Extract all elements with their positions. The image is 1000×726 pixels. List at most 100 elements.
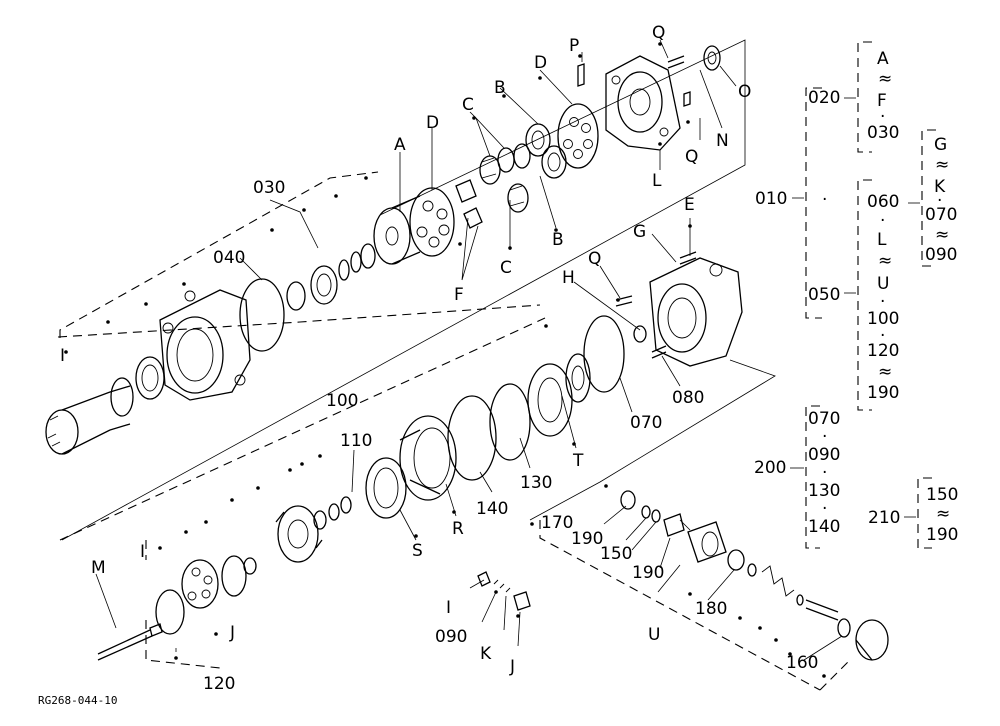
o-ring-040 (239, 278, 285, 352)
label-H: H (562, 268, 575, 288)
label-160: 160 (786, 653, 818, 673)
label-170: 170 (541, 513, 573, 533)
label-F: F (454, 285, 464, 305)
legend-050-item-3: ≈ (878, 251, 892, 271)
label-Q3: Q (588, 249, 601, 269)
legend-200-item-5: · (822, 499, 827, 519)
legend-020-head: 020 (808, 88, 840, 108)
label-040: 040 (213, 248, 245, 268)
bearing-2 (310, 265, 338, 305)
label-A: A (394, 135, 406, 155)
pin-Q2 (683, 91, 691, 107)
label-120: 120 (203, 674, 235, 694)
spool (805, 599, 839, 621)
label-B2: B (552, 230, 564, 250)
label-J2: J (509, 657, 515, 677)
bolt-E (679, 251, 697, 265)
cap-160 (855, 619, 889, 661)
label-K: K (480, 644, 492, 664)
label-090: 090 (435, 627, 467, 647)
brake-plate (565, 353, 591, 403)
legend-010-dot: · (822, 190, 827, 210)
label-O: O (738, 82, 751, 102)
friction-plate-T (527, 363, 573, 437)
label-100: 100 (326, 391, 358, 411)
group-outlines (57, 39, 851, 691)
ring-gear-S (365, 457, 407, 519)
legend-gk-item-5: ≈ (935, 225, 949, 245)
seal-ring-part (110, 377, 134, 417)
label-150: 150 (600, 544, 632, 564)
legend-050-item-8: 120 (867, 341, 899, 361)
pin-080 (651, 345, 667, 359)
legend-020-top: A (877, 49, 889, 69)
label-190b: 190 (632, 563, 664, 583)
plug-190b (663, 513, 685, 537)
label-N: N (716, 131, 729, 151)
part-labels: 030 040 A D C B D P Q O N Q L B C F E G … (60, 23, 818, 694)
legend-200-item-0: 070 (808, 409, 840, 429)
legend-200-item-3: · (822, 463, 827, 483)
label-U: U (648, 625, 660, 645)
valve-housing-G (649, 257, 743, 367)
label-G: G (633, 222, 646, 242)
label-Q1: Q (652, 23, 665, 43)
legend-200-item-6: 140 (808, 517, 840, 537)
end-cover-L (605, 55, 681, 151)
label-Q2: Q (685, 147, 698, 167)
legend-020-wave: ≈ (878, 69, 892, 89)
label-E: E (684, 195, 695, 215)
valve-body (687, 521, 727, 563)
legend-gk-item-2: K (934, 177, 946, 197)
label-140: 140 (476, 499, 508, 519)
flange-A (373, 195, 421, 265)
label-130: 130 (520, 473, 552, 493)
hub-housing (159, 289, 251, 401)
label-110: 110 (340, 431, 372, 451)
legend-210-item-1: ≈ (936, 504, 950, 524)
o-ring-070 (583, 315, 625, 393)
label-R: R (452, 519, 464, 539)
o-ring-170 (620, 490, 636, 510)
seal-H (633, 325, 647, 343)
label-030: 030 (253, 178, 285, 198)
label-S: S (412, 541, 423, 561)
plate-D2 (557, 103, 599, 169)
label-T: T (572, 451, 584, 471)
seal-O (703, 45, 721, 71)
label-180: 180 (695, 599, 727, 619)
bolt-P (577, 63, 585, 87)
legend-gk-item-3: · (937, 191, 942, 211)
legend-050-item-2: L (877, 230, 887, 250)
label-C2: C (500, 258, 512, 278)
plug-J (513, 591, 531, 611)
label-I2: I (140, 542, 145, 562)
label-D1: D (426, 113, 439, 133)
legend-210-head: 210 (868, 508, 900, 528)
legend-gk-item-0: G (934, 135, 947, 155)
spring (761, 565, 795, 597)
legend-050-item-6: 100 (867, 309, 899, 329)
carrier (275, 505, 323, 563)
legend-210-item-0: 150 (926, 485, 958, 505)
label-080: 080 (672, 388, 704, 408)
legend-gk-item-4: 070 (925, 205, 957, 225)
label-P: P (569, 36, 579, 56)
label-190a: 190 (571, 529, 603, 549)
legend-200-item-4: 130 (808, 481, 840, 501)
legend-200-item-2: 090 (808, 445, 840, 465)
legend-200-item-1: · (822, 427, 827, 447)
legend-050-item-10: 190 (867, 383, 899, 403)
shaft-M (97, 589, 185, 661)
label-B1: B (494, 78, 506, 98)
label-I1: I (60, 346, 65, 366)
swash-plate (221, 555, 247, 597)
assembly-legend: 010 · 020 A ≈ F · 030 050 060 · L ≈ U · … (754, 41, 958, 549)
label-D2: D (534, 53, 547, 73)
label-L: L (652, 171, 662, 191)
legend-050-item-4: U (877, 274, 889, 294)
legend-050-item-5: · (880, 292, 885, 312)
legend-020-bot: 030 (867, 123, 899, 143)
label-M: M (91, 558, 106, 578)
